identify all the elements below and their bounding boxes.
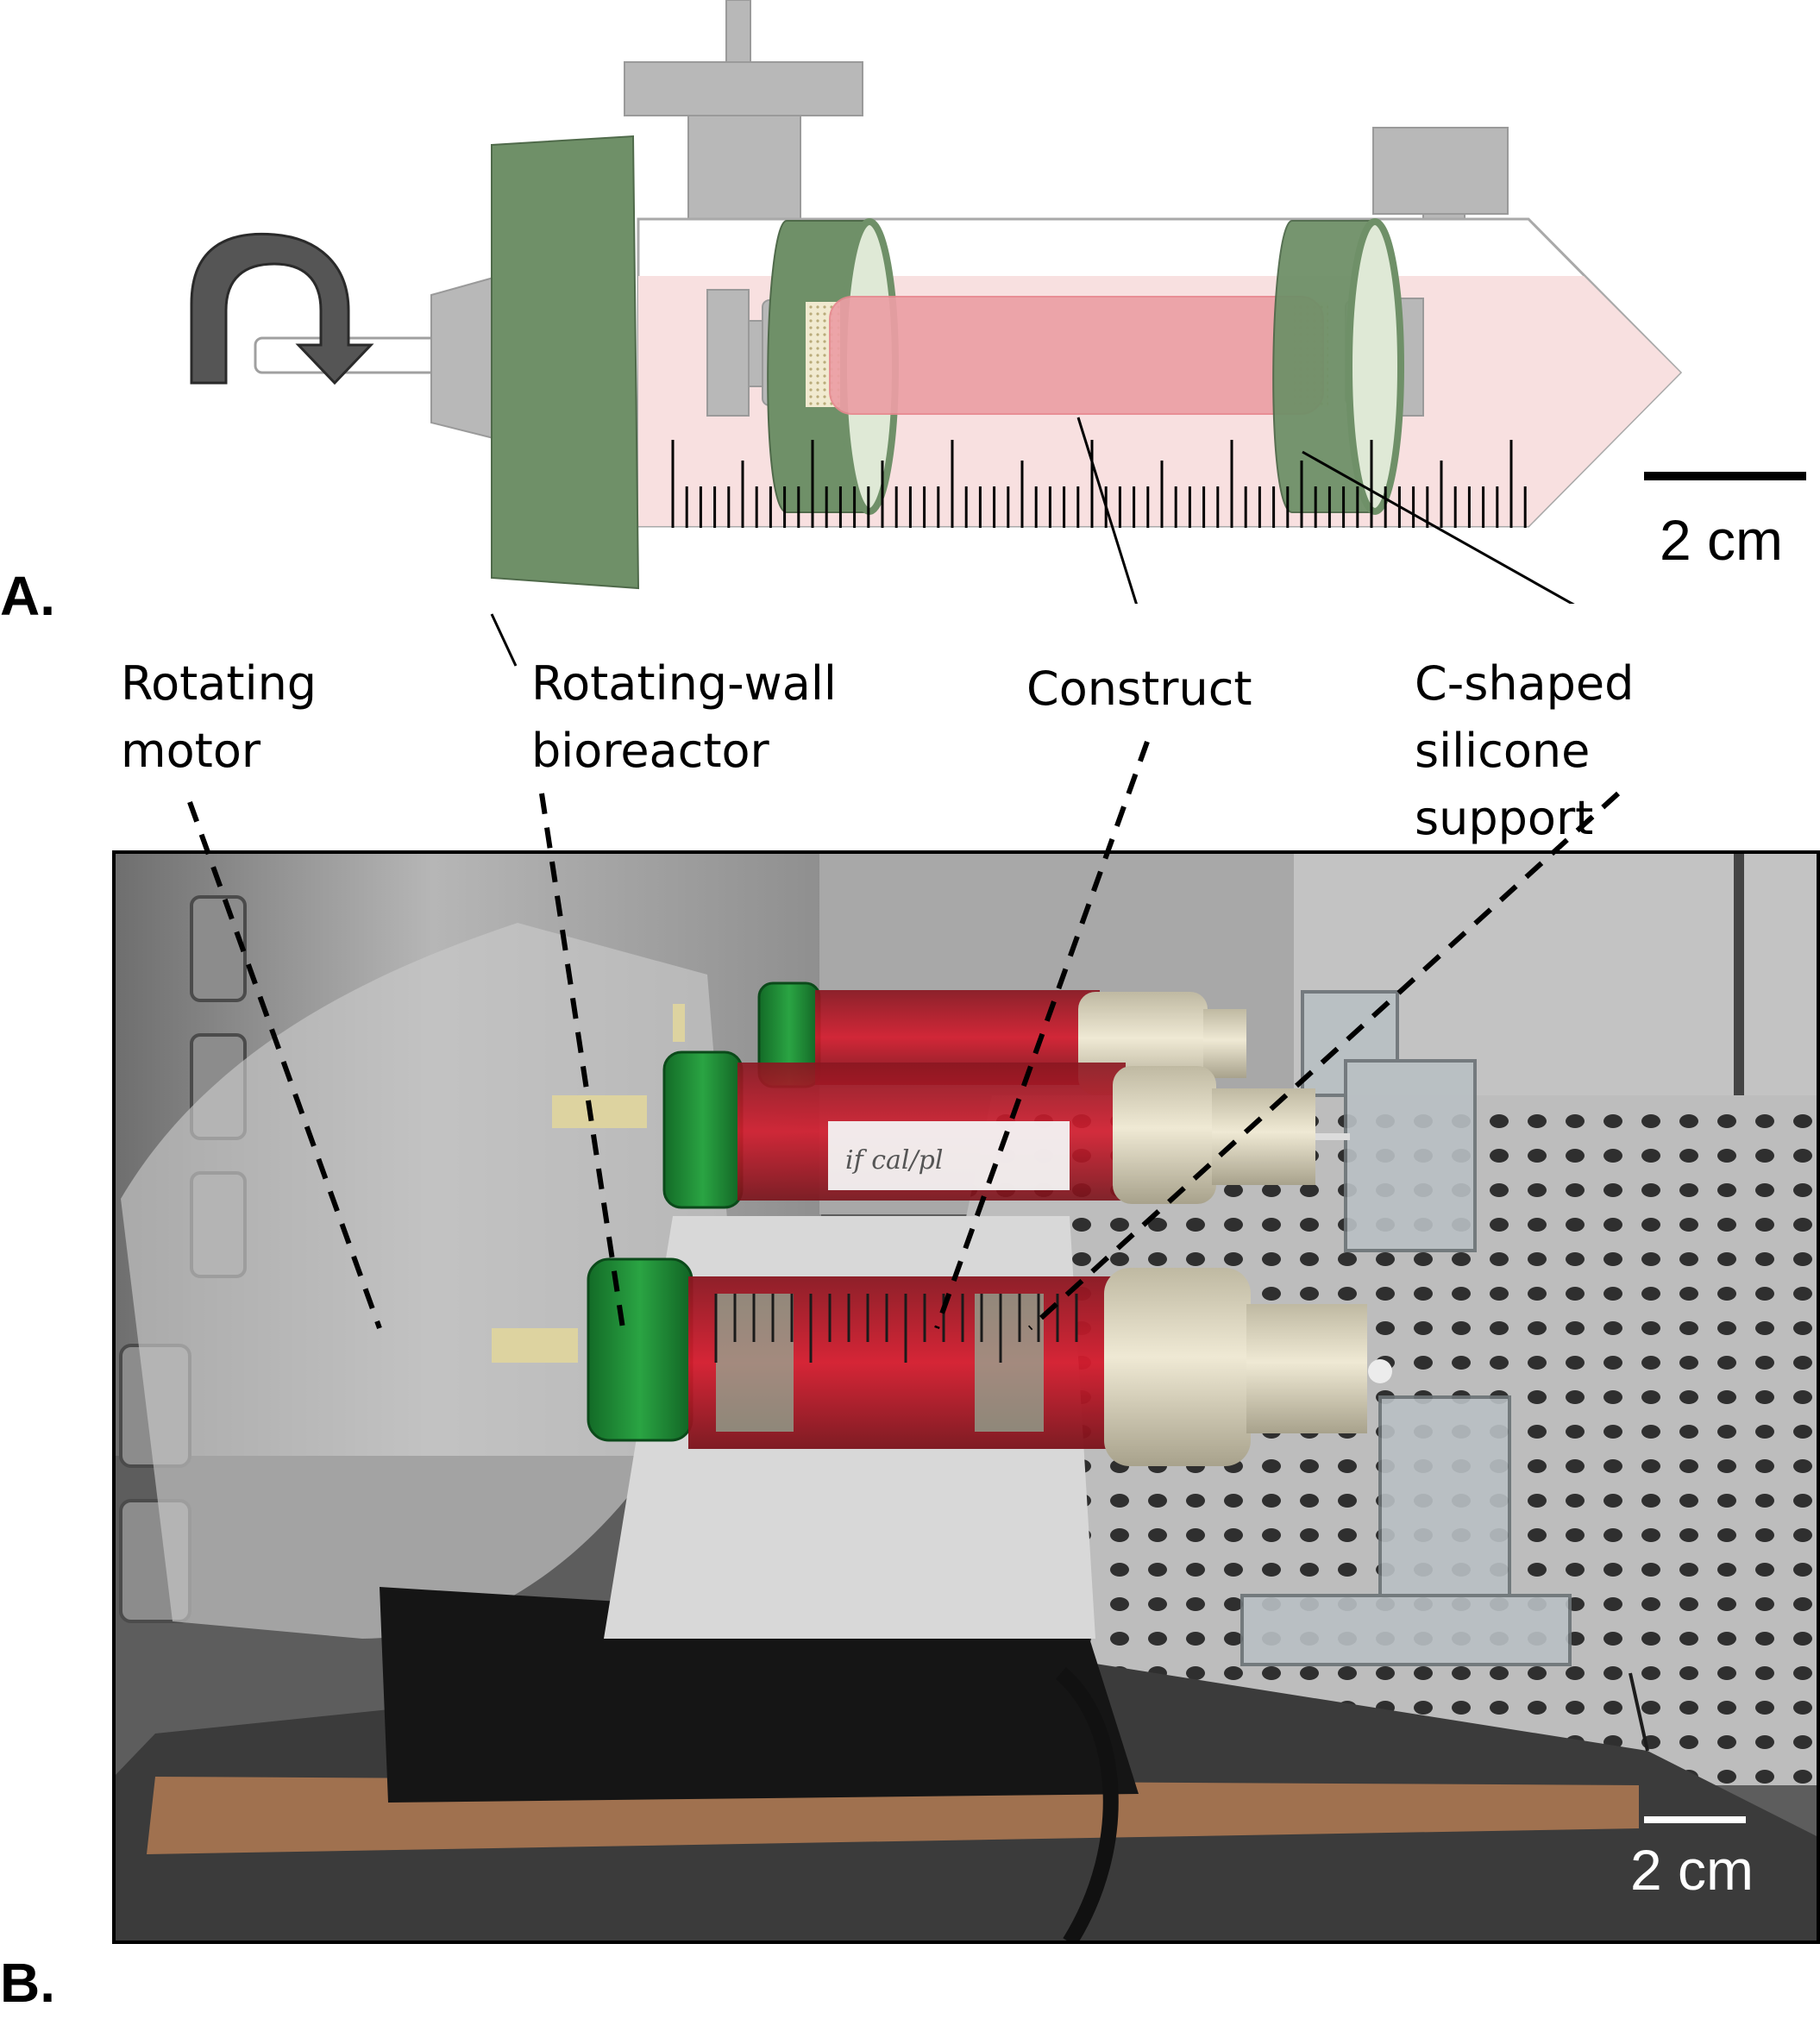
callout-silicone-support: C-shaped silicone support [1415,656,1635,845]
bioreactor-schematic [190,0,1806,604]
vessel-ruler [671,440,1527,528]
leader-lines [1076,417,1575,604]
scale-bar-photo-label: 2 cm [1630,1838,1754,1902]
rotation-arrow-icon [190,232,374,386]
dashed-leaders [187,740,1621,1331]
panel-label-a: A. [0,565,55,627]
callout-bioreactor: Rotating-wall bioreactor [531,656,837,778]
panel-label-b: B. [0,1952,55,2014]
drive-shaft [254,276,494,440]
callout-construct: Construct [1026,662,1252,716]
vessel-front [492,1257,1392,1466]
vessel-handwriting: if cal/pl [845,1145,943,1176]
construct [829,296,1324,415]
vessel-middle: if cal/pl [552,1050,1350,1209]
rotating-wall-plate [491,135,640,590]
photo-frame [112,850,1820,1944]
scale-bar-top-label: 2 cm [1660,508,1784,572]
callout-rotating-motor: Rotating motor [121,656,317,778]
vessel-back [673,981,1246,1095]
silicone-support-right [1272,218,1404,515]
